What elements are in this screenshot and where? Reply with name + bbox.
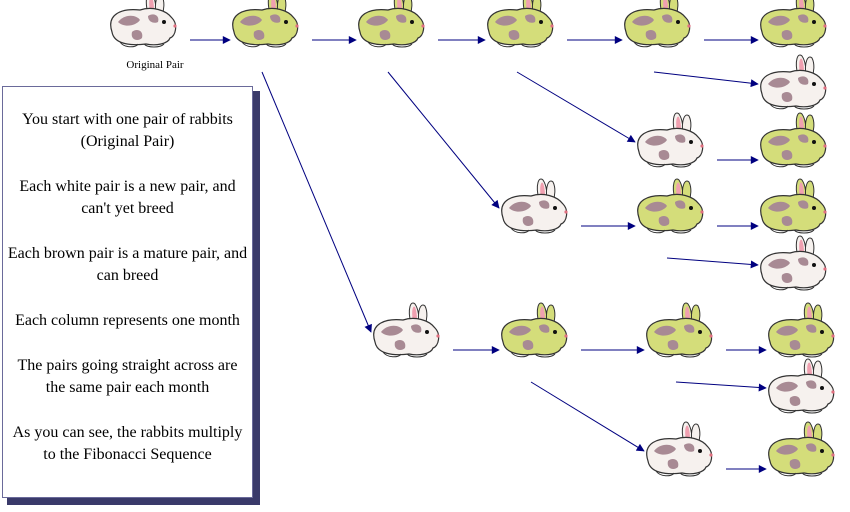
rabbit-mature (646, 302, 714, 358)
info-line-straight-across: The pairs going straight across are the … (17, 357, 238, 396)
rabbit-mature (768, 302, 836, 358)
arrow (530, 381, 645, 452)
info-line-start: You start with one pair of rabbits (Orig… (22, 111, 233, 150)
rabbit-newborn (373, 302, 441, 358)
rabbit-mature (487, 0, 555, 48)
rabbit-mature (760, 0, 828, 48)
rabbit-newborn (768, 358, 836, 414)
arrow (387, 71, 500, 209)
rabbit-mature (768, 421, 836, 477)
rabbit-newborn (501, 178, 569, 234)
original-pair-caption: Original Pair (126, 59, 184, 71)
rabbit-newborn (110, 0, 178, 48)
rabbit-newborn (760, 54, 828, 110)
info-line-fibonacci: As you can see, the rabbits multiply to … (12, 424, 243, 463)
arrow (653, 71, 759, 88)
rabbit-mature (760, 112, 828, 168)
rabbit-newborn (760, 235, 828, 291)
rabbit-newborn (646, 421, 714, 477)
rabbit-mature (501, 302, 569, 358)
arrow (516, 71, 636, 143)
arrow (675, 381, 767, 392)
rabbit-mature (232, 0, 300, 48)
info-line-column: Each column represents one month (15, 312, 240, 329)
arrow (261, 71, 372, 333)
rabbit-mature (624, 0, 692, 48)
rabbit-newborn (637, 112, 705, 168)
info-box: You start with one pair of rabbits (Orig… (2, 86, 253, 498)
rabbit-mature (760, 178, 828, 234)
info-line-new-pair: Each white pair is a new pair, and can't… (19, 178, 236, 217)
rabbit-mature (358, 0, 426, 48)
arrow (666, 257, 759, 269)
rabbit-mature (637, 178, 705, 234)
info-line-mature-pair: Each brown pair is a mature pair, and ca… (7, 245, 248, 284)
